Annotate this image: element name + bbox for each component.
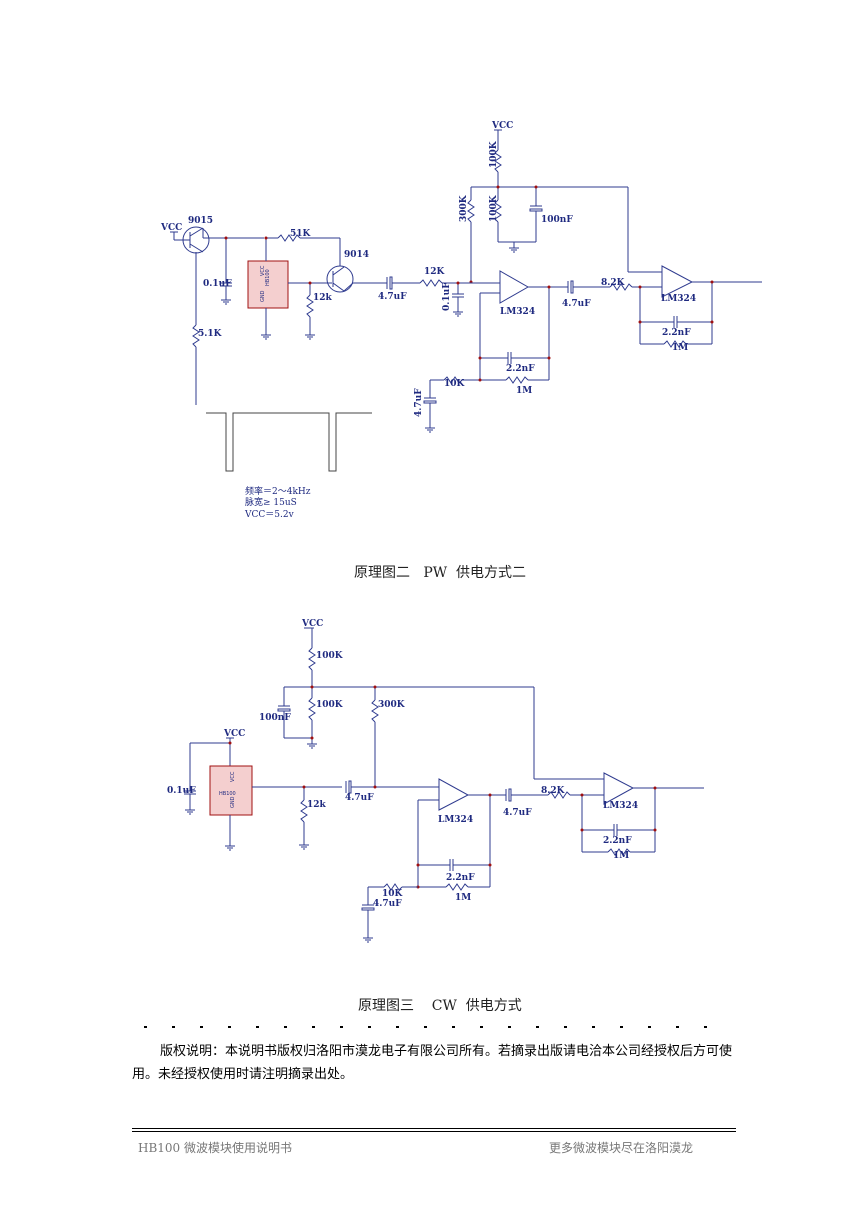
d1-r-10k: 10K: [444, 379, 466, 389]
d2-r-10k: 10K: [382, 889, 404, 899]
d1-c-22nf-b: 2.2nF: [506, 364, 535, 374]
d1-c-01uf-a: 0.1uF: [203, 279, 232, 289]
d2-r-12k: 12k: [307, 800, 327, 810]
d1-r-100k-a: 100K: [489, 140, 499, 168]
d1-vcc-left: VCC: [160, 223, 182, 233]
d1-r-1m-a: 1M: [672, 343, 688, 353]
d1-r-12k-a: 12k: [313, 293, 333, 303]
d1-c-01uf-b: 0.1uF: [442, 282, 452, 311]
d2-c-47uf-b: 4.7uF: [503, 808, 532, 818]
footer-left: HB100 微波模块使用说明书: [138, 1141, 293, 1155]
d2-c-100nf: 100nF: [259, 713, 291, 723]
d2-c-47uf-a: 4.7uF: [345, 793, 374, 803]
d1-chip-vcc: VCC: [260, 265, 266, 276]
d2-r-1m-b: 1M: [455, 893, 471, 903]
d1-r-82k: 8.2K: [601, 278, 626, 288]
footer-right: 更多微波模块尽在洛阳漠龙: [549, 1141, 694, 1155]
d2-chip-gnd: GND: [230, 796, 236, 808]
caption-diagram-3: 原理图三 CW 供电方式: [358, 998, 522, 1014]
d1-c-100nf: 100nF: [541, 215, 573, 225]
d1-r-300k: 300K: [459, 194, 469, 222]
d1-r-51k-b: 5.1K: [198, 329, 223, 339]
d1-r-1m-b: 1M: [516, 386, 532, 396]
d2-r-1m-a: 1M: [613, 851, 629, 861]
d1-c-47uf-a: 4.7uF: [378, 292, 407, 302]
d1-c-47uf-b: 4.7uF: [562, 299, 591, 309]
d1-r-51k: 51K: [290, 229, 312, 239]
d2-vcc-chip: VCC: [223, 729, 245, 739]
d2-lm324-b: LM324: [603, 801, 638, 811]
caption-diagram-2: 原理图二 PW 供电方式二: [354, 565, 527, 581]
d1-chip: HB100: [265, 269, 271, 286]
d2-vcc-top: VCC: [301, 619, 323, 629]
d1-note-line2: 脉宽≥ 15uS: [245, 496, 297, 508]
footer-rule: [132, 1128, 736, 1129]
d1-c-22nf-a: 2.2nF: [662, 328, 691, 338]
d2-c-22nf-a: 2.2nF: [603, 836, 632, 846]
d2-c-22nf-b: 2.2nF: [446, 873, 475, 883]
d1-lm324-a: LM324: [500, 307, 535, 317]
d1-q9014: 9014: [344, 250, 369, 260]
d2-chip-vcc: VCC: [230, 771, 236, 782]
d2-r-82k: 8.2K: [541, 786, 566, 796]
d1-note-line1: 频率＝2～4kHz: [245, 485, 311, 497]
d2-lm324-a: LM324: [438, 815, 473, 825]
d1-note-line3: VCC＝5.2v: [244, 510, 295, 520]
schematic-pw: VCC 100K 300K 100K 100nF 9015 VCC 51K 90…: [160, 121, 762, 520]
schematic-cw: VCC 100K 100nF 100K 300K VCC 0.1uF HB100…: [167, 619, 704, 943]
d1-r-12k-b: 12K: [424, 267, 446, 277]
copyright-notice: 版权说明：本说明书版权归洛阳市漠龙电子有限公司所有。若摘录出版请电洽本公司经授权…: [132, 1044, 733, 1082]
d2-r-300k: 300K: [378, 700, 406, 710]
d1-r-100k-b: 100K: [489, 194, 499, 222]
d1-q9015: 9015: [188, 216, 213, 226]
d2-r-100k-a: 100K: [316, 651, 344, 661]
d2-c-47uf-c: 4.7uF: [373, 899, 402, 909]
d1-chip-gnd: GND: [260, 290, 266, 302]
d2-r-100k-b: 100K: [316, 700, 344, 710]
d2-chip: HB100: [219, 791, 236, 797]
d2-c-01uf: 0.1uF: [167, 786, 196, 796]
d1-vcc-top: VCC: [491, 121, 513, 131]
footer-rule-thin: [132, 1131, 736, 1132]
d1-lm324-b: LM324: [661, 294, 696, 304]
d1-c-47uf-c: 4.7uF: [414, 388, 424, 417]
